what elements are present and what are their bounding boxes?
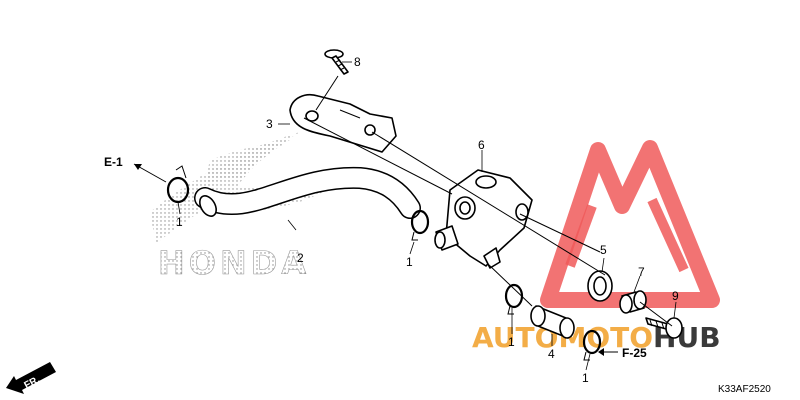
clip-part-1-d <box>582 329 602 361</box>
bracket-part-3 <box>289 94 397 153</box>
leader-lines <box>177 61 677 371</box>
bolt-part-9 <box>645 317 683 339</box>
assembly-lines <box>303 75 673 327</box>
callout-8: 8 <box>354 55 361 69</box>
callout-6: 6 <box>478 138 485 152</box>
reference-f25: F-25 <box>622 346 647 360</box>
hose-part-2 <box>194 166 421 219</box>
callout-3: 3 <box>266 117 273 131</box>
callout-9: 9 <box>672 289 679 303</box>
callout-1-center: 1 <box>406 255 413 269</box>
clip-part-1-b <box>410 209 430 241</box>
callout-1-lower: 1 <box>508 335 515 349</box>
callout-2: 2 <box>297 251 304 265</box>
automotohub-logo: AUTOMOTOHUB <box>472 140 721 354</box>
callout-5: 5 <box>600 243 607 257</box>
screw-part-8 <box>324 49 349 75</box>
svg-text:AUTOMOTOHUB: AUTOMOTOHUB <box>472 321 721 354</box>
valve-part-6 <box>434 169 533 269</box>
grommet-part-5 <box>587 270 613 302</box>
callout-7: 7 <box>638 265 645 279</box>
reference-e1-arrowhead <box>134 164 142 170</box>
joint-part-4 <box>530 305 575 339</box>
honda-wing-logo <box>150 132 330 244</box>
reference-e1: E-1 <box>104 155 123 169</box>
callout-1-left: 1 <box>176 215 183 229</box>
front-direction-arrow: FR. <box>6 362 56 394</box>
callout-1-bottom: 1 <box>582 371 589 385</box>
honda-watermark-text: HONDA <box>158 244 310 282</box>
callout-4: 4 <box>548 347 555 361</box>
diagram-code: K33AF2520 <box>718 384 771 395</box>
